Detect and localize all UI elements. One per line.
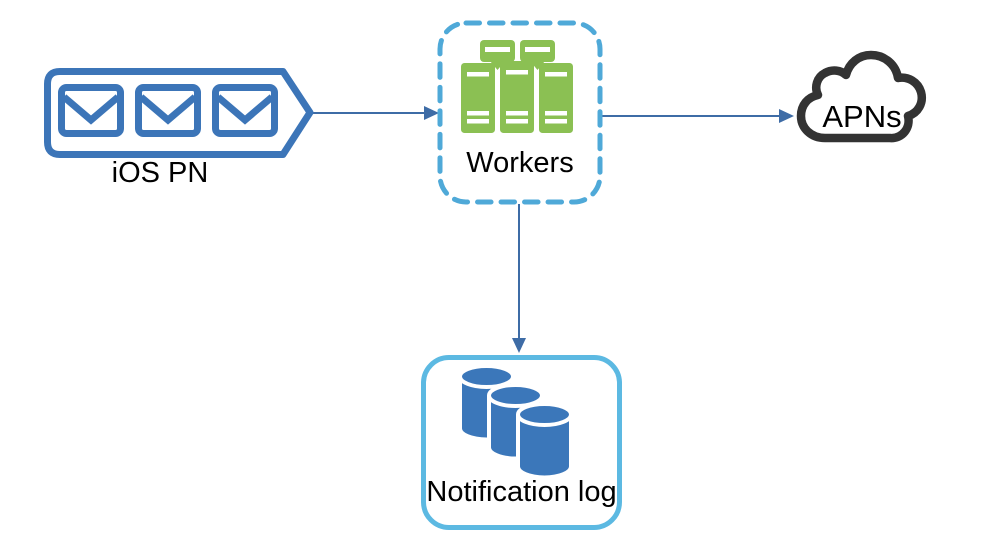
arrowhead-icon: [512, 338, 526, 353]
message-queue-icon: [44, 68, 314, 158]
apns-node: APNs: [795, 50, 929, 147]
envelope-icon: [135, 84, 201, 137]
notification-log-node: Notification log: [421, 355, 622, 530]
workers-node: Workers: [437, 20, 603, 206]
arrow-workers-to-apns: [600, 109, 794, 123]
envelope-icon: [58, 84, 124, 137]
envelope-icon: [212, 84, 278, 137]
arrow-queue-to-workers: [311, 106, 439, 120]
server-tower-icon: [461, 63, 495, 133]
workers-label: Workers: [466, 147, 574, 179]
database-stack-icon: [458, 364, 573, 480]
notification-log-label: Notification log: [426, 476, 617, 508]
arrow-workers-to-notification-log: [512, 204, 526, 353]
arrowhead-icon: [424, 106, 439, 120]
database-cylinder-icon: [516, 402, 573, 480]
server-tower-icon: [539, 63, 573, 133]
queue-label: iOS PN: [111, 157, 209, 189]
server-cluster-icon: [461, 40, 573, 133]
server-tower-icon: [500, 61, 534, 133]
queue-node: [44, 68, 314, 158]
cloud-icon: [796, 50, 926, 143]
apns-label: APNs: [822, 99, 902, 134]
arrowhead-icon: [779, 109, 794, 123]
